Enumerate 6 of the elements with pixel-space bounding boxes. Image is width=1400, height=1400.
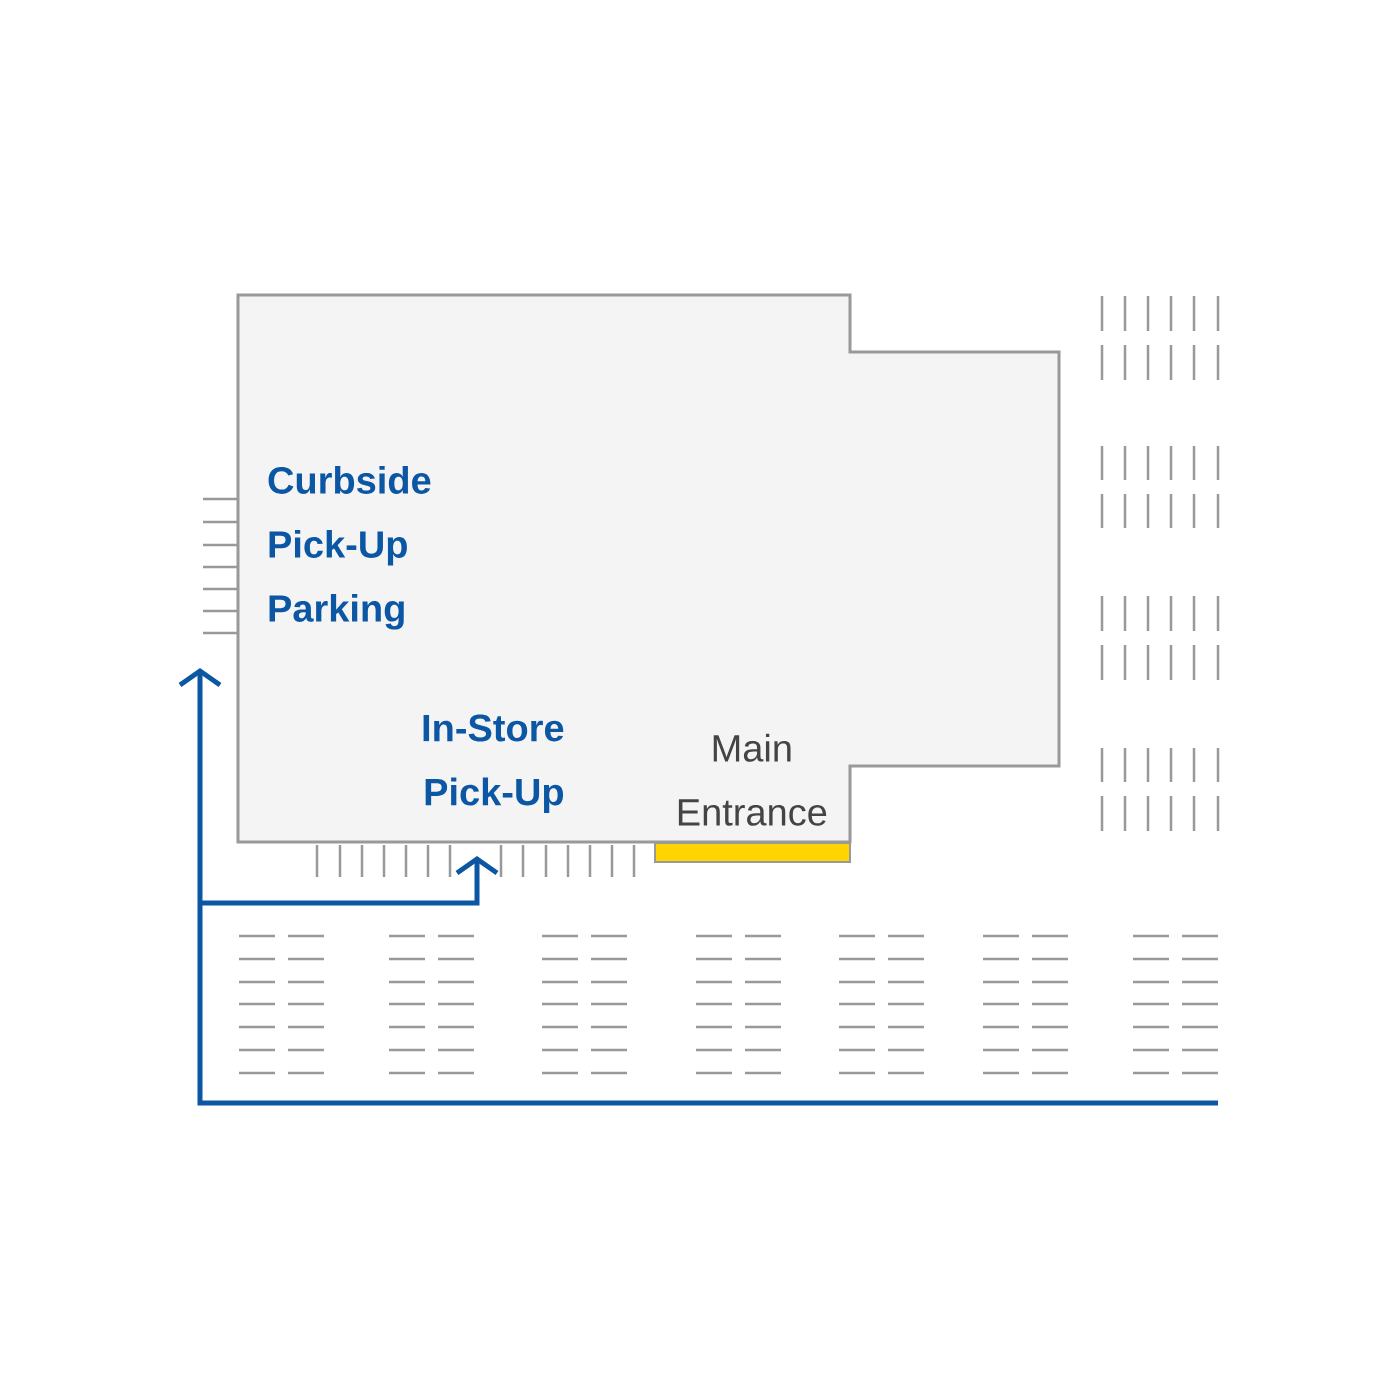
- area-label: Main Entrance: [678, 733, 827, 826]
- route-arrow: [200, 856, 499, 906]
- area-label: Curbside Pick-Up Parking: [268, 466, 431, 630]
- store-building: [236, 293, 1061, 863]
- route-arrow: [178, 668, 1218, 1106]
- area-label: In-Store Pick-Up: [423, 714, 564, 813]
